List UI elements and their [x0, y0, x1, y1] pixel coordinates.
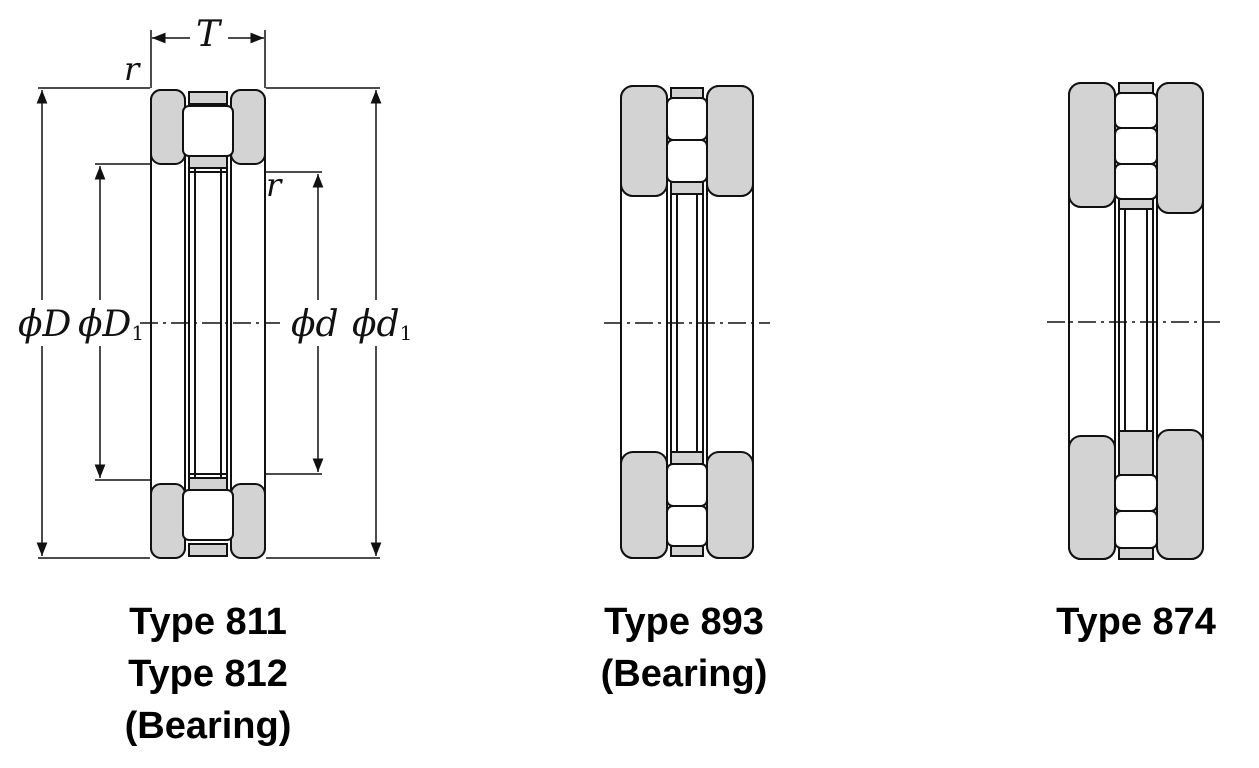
caption-type-893: Type 893 (Bearing) — [584, 596, 784, 700]
caption-line: Type 811 — [129, 601, 287, 643]
caption-line: (Bearing) — [600, 653, 768, 695]
cage-bottom-cap — [1118, 547, 1154, 560]
roller-top-1 — [1114, 92, 1158, 129]
housing-washer-top-section — [150, 89, 186, 165]
type-811-dimensions — [36, 30, 382, 559]
label-T: T — [196, 14, 223, 55]
cage-top-cap — [670, 87, 704, 99]
shaft-washer-bottom-section — [230, 483, 266, 559]
cage-top-lower — [670, 181, 704, 195]
type-811-812-drawing — [150, 89, 266, 559]
caption-line: Type 874 — [1056, 601, 1216, 643]
caption-type-874: Type 874 — [1036, 596, 1236, 648]
shaft-washer-top-section — [230, 89, 266, 165]
shaft-washer-bottom-section — [1156, 429, 1204, 560]
housing-washer-bottom-section — [1068, 435, 1116, 560]
shaft-washer-bottom-section — [706, 451, 754, 559]
cage-bottom-cap — [188, 543, 228, 557]
caption-line: Type 893 — [604, 601, 764, 643]
shaft-washer-top-section — [1156, 82, 1204, 214]
roller-bottom-2 — [1114, 510, 1158, 549]
roller-top — [182, 105, 234, 157]
shaft-washer-top-section — [706, 85, 754, 197]
housing-washer-top-section — [620, 85, 668, 197]
roller-bottom — [182, 489, 234, 541]
cage-top-lower — [1118, 198, 1154, 210]
label-phi-d1: ϕd1 — [352, 304, 412, 345]
roller-bottom-1 — [666, 463, 708, 507]
housing-washer-bottom-section — [150, 483, 186, 559]
cage-bottom-upper — [670, 451, 704, 465]
roller-bottom-2 — [666, 505, 708, 547]
roller-bottom-1 — [1114, 474, 1158, 512]
cage-bottom-cap — [670, 545, 704, 557]
housing-washer-top-section — [1068, 82, 1116, 208]
caption-line: Type 812 — [128, 653, 288, 695]
cage-bottom-block — [1118, 430, 1154, 476]
caption-line: (Bearing) — [124, 705, 292, 747]
cage-top-cap — [188, 91, 228, 105]
cage-top-cap — [1118, 82, 1154, 94]
cage-bottom-upper — [188, 477, 228, 491]
caption-type-811-812: Type 811 Type 812 (Bearing) — [108, 596, 308, 752]
roller-top-3 — [1114, 163, 1158, 200]
type-893-drawing — [604, 85, 770, 559]
roller-top-1 — [666, 97, 708, 141]
label-r-inner: r — [266, 166, 283, 204]
cage-top-lower — [188, 155, 228, 169]
label-phi-D: ϕD — [18, 304, 72, 345]
roller-top-2 — [1114, 127, 1158, 165]
label-r-outer: r — [124, 50, 141, 88]
housing-washer-bottom-section — [620, 451, 668, 559]
type-874-drawing — [1047, 82, 1222, 560]
label-phi-D1: ϕD1 — [78, 304, 144, 345]
label-phi-d: ϕd — [291, 304, 339, 345]
roller-top-2 — [666, 139, 708, 183]
